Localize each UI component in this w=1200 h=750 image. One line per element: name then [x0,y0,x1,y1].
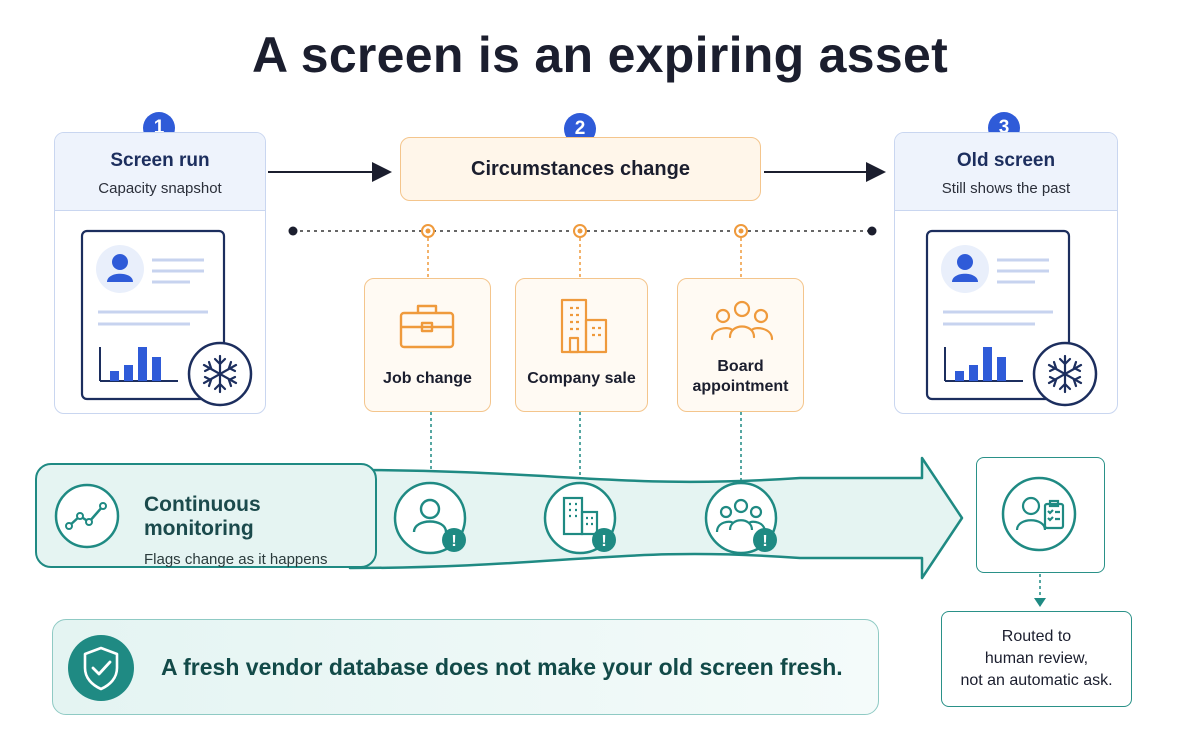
timeline-end-dot [867,226,877,236]
person-alert-icon: ! [393,481,467,555]
alert-mark: ! [762,533,767,550]
shield-check-icon [68,635,134,701]
event-label: Board appointment [692,358,789,395]
old-screen-title: Old screen [956,150,1056,171]
page-title: A screen is an expiring asset [251,27,949,83]
alert-mark: ! [601,533,606,550]
event-card-job-change: Job change [364,278,491,412]
event-label: Company sale [527,370,636,387]
group-icon [710,300,774,341]
timeline-event-markers [421,224,748,238]
old-screen-subtitle: Still shows the past [941,180,1071,197]
screen-run-subtitle: Capacity snapshot [98,180,222,197]
circumstances-change-header: Circumstances change [400,137,761,201]
key-message-text: A fresh vendor database does not make yo… [161,654,843,680]
snowflake-icon [1032,341,1098,407]
event-card-board-appointment: Board appointment [677,278,804,412]
profile-document-icon [80,229,226,401]
routed-review-note: Routed to human review, not an automatic… [941,611,1132,707]
event-card-company-sale: Company sale [515,278,648,412]
key-message-banner: A fresh vendor database does not make yo… [52,619,879,715]
trend-line-icon [54,483,120,549]
briefcase-icon [399,304,455,349]
snowflake-icon [187,341,253,407]
building-icon [560,298,608,354]
building-alert-icon: ! [543,481,617,555]
reviewer-clipboard-icon [1001,476,1077,552]
monitoring-subtitle: Flags change as it happens [144,551,328,568]
monitoring-title: Continuous monitoring [144,493,261,540]
alert-mark: ! [451,533,456,550]
timeline-start-dot [288,226,298,236]
human-review-box [976,457,1105,573]
group-alert-icon: ! [704,481,778,555]
screen-run-title: Screen run [110,150,210,171]
event-label: Job change [383,370,472,387]
profile-document-icon [925,229,1071,401]
monitoring-box: Continuous monitoring Flags change as it… [35,463,377,568]
